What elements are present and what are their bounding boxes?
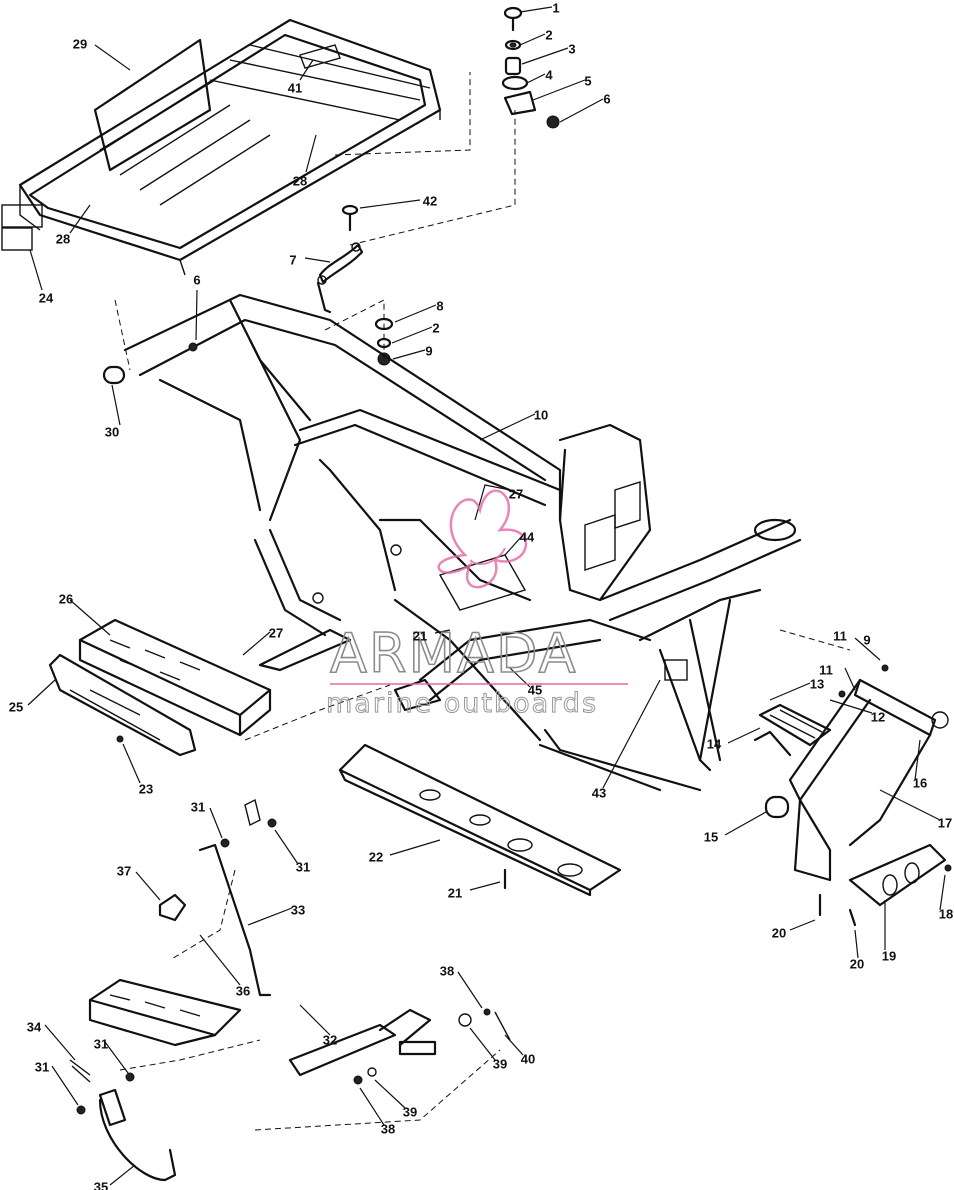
callout-29: 29 — [73, 36, 87, 51]
callout-4: 4 — [545, 67, 553, 82]
callout-36: 36 — [236, 983, 250, 998]
bumper-30 — [102, 342, 198, 385]
callout-20: 20 — [850, 956, 864, 971]
floor-pan-22 — [338, 743, 622, 897]
callout-32: 32 — [323, 1032, 337, 1047]
callout-13: 13 — [810, 676, 824, 691]
watermark-logo — [437, 489, 528, 589]
assembly-guides — [114, 72, 851, 1131]
callout-11: 11 — [833, 628, 847, 643]
callout-43: 43 — [592, 785, 606, 800]
callout-42: 42 — [423, 193, 437, 208]
watermark: ARMADA marine outboards — [326, 489, 628, 720]
callout-3: 3 — [568, 41, 575, 56]
callout-24: 24 — [39, 290, 54, 305]
callout-27: 27 — [509, 486, 523, 501]
callout-39: 39 — [403, 1104, 417, 1119]
callout-34: 34 — [27, 1019, 42, 1034]
callout-15: 15 — [704, 829, 718, 844]
left-footrest-assembly — [69, 798, 511, 1182]
callout-22: 22 — [369, 849, 383, 864]
leader-lines — [27, 6, 946, 1186]
callout-7: 7 — [289, 252, 296, 267]
callout-8: 8 — [436, 298, 443, 313]
callout-26: 26 — [59, 591, 73, 606]
callout-39: 39 — [493, 1056, 507, 1071]
callout-9: 9 — [425, 343, 432, 358]
callout-35: 35 — [94, 1179, 108, 1190]
callout-31: 31 — [35, 1059, 49, 1074]
bracket-7 — [316, 204, 364, 314]
callout-14: 14 — [707, 736, 722, 751]
callout-21: 21 — [448, 885, 462, 900]
watermark-brand: ARMADA — [330, 622, 578, 685]
callout-2: 2 — [545, 27, 552, 42]
rear-rack — [1, 18, 442, 276]
callout-37: 37 — [117, 863, 131, 878]
callout-45: 45 — [528, 682, 542, 697]
callout-44: 44 — [520, 529, 535, 544]
callout-31: 31 — [94, 1036, 108, 1051]
callout-12: 12 — [871, 709, 885, 724]
callout-40: 40 — [521, 1051, 535, 1066]
callout-33: 33 — [291, 902, 305, 917]
callout-31: 31 — [191, 799, 205, 814]
callout-41: 41 — [288, 80, 302, 95]
callout-6: 6 — [193, 272, 200, 287]
front-footrest-26 — [78, 618, 272, 737]
callout-28: 28 — [293, 173, 307, 188]
callout-11: 11 — [819, 662, 833, 677]
callout-9: 9 — [863, 632, 870, 647]
callout-1: 1 — [552, 0, 559, 15]
callout-5: 5 — [584, 73, 591, 88]
callout-19: 19 — [882, 948, 896, 963]
callout-2: 2 — [432, 320, 439, 335]
right-footrest-assembly — [753, 664, 952, 927]
callout-20: 20 — [772, 925, 786, 940]
hardware-stack-top — [501, 6, 560, 129]
callout-38: 38 — [381, 1121, 395, 1136]
callout-6: 6 — [603, 91, 610, 106]
callout-25: 25 — [9, 699, 23, 714]
watermark-tagline: marine outboards — [326, 688, 598, 719]
callout-21: 21 — [413, 628, 427, 643]
callout-23: 23 — [139, 781, 153, 796]
callout-17: 17 — [938, 815, 952, 830]
callout-38: 38 — [440, 963, 454, 978]
callout-27: 27 — [269, 625, 283, 640]
callout-16: 16 — [913, 775, 927, 790]
callout-18: 18 — [939, 906, 953, 921]
callout-10: 10 — [534, 407, 548, 422]
front-bumper-25 — [48, 653, 197, 757]
callout-31: 31 — [296, 859, 310, 874]
callout-30: 30 — [105, 424, 119, 439]
callout-28: 28 — [56, 231, 70, 246]
